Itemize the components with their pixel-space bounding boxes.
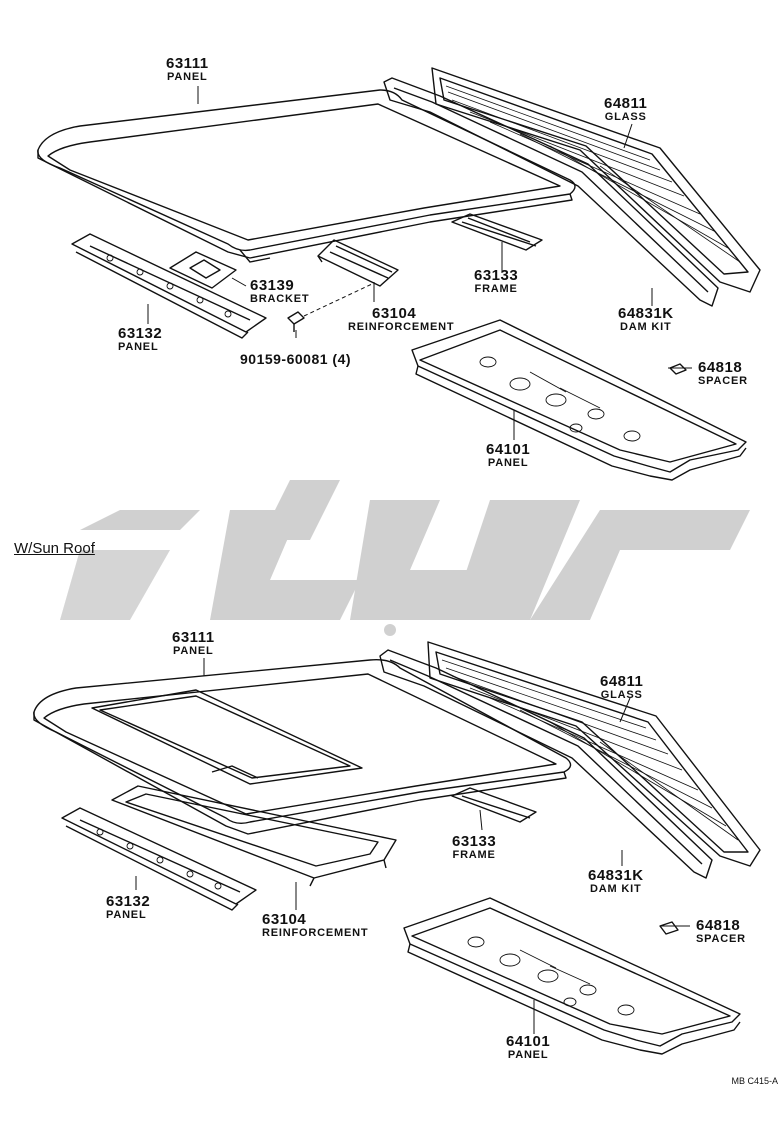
upper-reinforcement-shape [317, 239, 399, 287]
part-number: 90159-60081 (4) [240, 351, 352, 367]
part-number: 64818 [698, 359, 743, 376]
part-description: PANEL [167, 71, 208, 83]
lower-reinforcement-shape [111, 785, 397, 887]
lower-dam-kit-shape [379, 649, 713, 879]
part-description: FRAME [474, 283, 518, 295]
part-number: 63104 [372, 305, 417, 322]
upper-label-spacer: 64818 SPACER [698, 360, 748, 387]
part-description: GLASS [600, 689, 643, 701]
upper-bracket-shape [169, 251, 237, 289]
upper-label-roof-panel: 63111 PANEL [166, 56, 209, 83]
part-number: 63132 [118, 325, 163, 342]
part-number: 63133 [452, 833, 497, 850]
part-description: PANEL [487, 457, 529, 469]
part-number: 63133 [474, 267, 519, 284]
part-number: 64811 [600, 673, 644, 690]
part-description: PANEL [106, 909, 147, 921]
diagram-code: MB C415-A [731, 1076, 778, 1086]
part-number: 64831K [588, 867, 644, 884]
part-number: 63132 [106, 893, 151, 910]
lower-rear-panel-shape [403, 897, 741, 1055]
part-number: 64101 [506, 1033, 551, 1050]
lower-frame-shape [451, 787, 537, 823]
lower-label-reinforcement: 63104 REINFORCEMENT [262, 912, 368, 939]
part-number: 63111 [166, 55, 209, 72]
part-description: REINFORCEMENT [262, 927, 369, 939]
part-description: REINFORCEMENT [348, 321, 455, 333]
upper-front-panel-shape [71, 233, 267, 339]
upper-dam-kit-shape [383, 77, 719, 307]
part-description: GLASS [604, 111, 647, 123]
part-description: SPACER [696, 933, 746, 945]
watermark-logo [60, 480, 750, 636]
lower-roof-panel-shape [33, 658, 572, 835]
upper-label-glass: 64811 GLASS [604, 96, 647, 123]
lower-label-front-panel: 63132 PANEL [106, 894, 150, 921]
upper-spacer-shape [669, 363, 687, 375]
lower-label-frame: 63133 FRAME [452, 834, 496, 861]
lower-label-spacer: 64818 SPACER [696, 918, 746, 945]
part-number: 63104 [262, 911, 307, 928]
lower-label-roof-panel: 63111 PANEL [172, 630, 215, 657]
part-number: 63111 [172, 629, 215, 646]
upper-rear-panel-shape [411, 319, 747, 481]
upper-glass-shape [431, 67, 761, 293]
lower-label-dam-kit: 64831K DAM KIT [588, 868, 644, 895]
part-description: DAM KIT [620, 321, 672, 333]
part-number: 64818 [696, 917, 741, 934]
part-number: 64101 [486, 441, 531, 458]
screw-shape [287, 283, 373, 332]
part-number: 64811 [604, 95, 648, 112]
upper-roof-panel-shape [37, 89, 576, 263]
upper-label-dam-kit: 64831K DAM KIT [618, 306, 674, 333]
part-description: FRAME [452, 849, 496, 861]
lower-label-glass: 64811 GLASS [600, 674, 643, 701]
upper-label-rear-panel: 64101 PANEL [486, 442, 530, 469]
lower-front-panel-shape [61, 807, 257, 911]
upper-label-screw: 90159-60081 (4) [240, 352, 351, 366]
lower-label-rear-panel: 64101 PANEL [506, 1034, 550, 1061]
part-description: DAM KIT [590, 883, 642, 895]
part-description: PANEL [507, 1049, 549, 1061]
upper-label-front-panel: 63132 PANEL [118, 326, 162, 353]
upper-label-frame: 63133 FRAME [474, 268, 518, 295]
upper-label-reinforcement: 63104 REINFORCEMENT [348, 306, 454, 333]
upper-frame-shape [451, 213, 543, 251]
part-description: PANEL [173, 645, 214, 657]
lower-spacer-shape [659, 921, 679, 935]
part-description: SPACER [698, 375, 748, 387]
section-label-sun-roof: W/Sun Roof [14, 540, 95, 557]
part-description: BRACKET [250, 293, 310, 305]
part-number: 63139 [250, 277, 295, 294]
part-description: PANEL [118, 341, 159, 353]
upper-label-bracket: 63139 BRACKET [250, 278, 309, 305]
lower-glass-shape [427, 641, 761, 867]
part-number: 64831K [618, 305, 674, 322]
